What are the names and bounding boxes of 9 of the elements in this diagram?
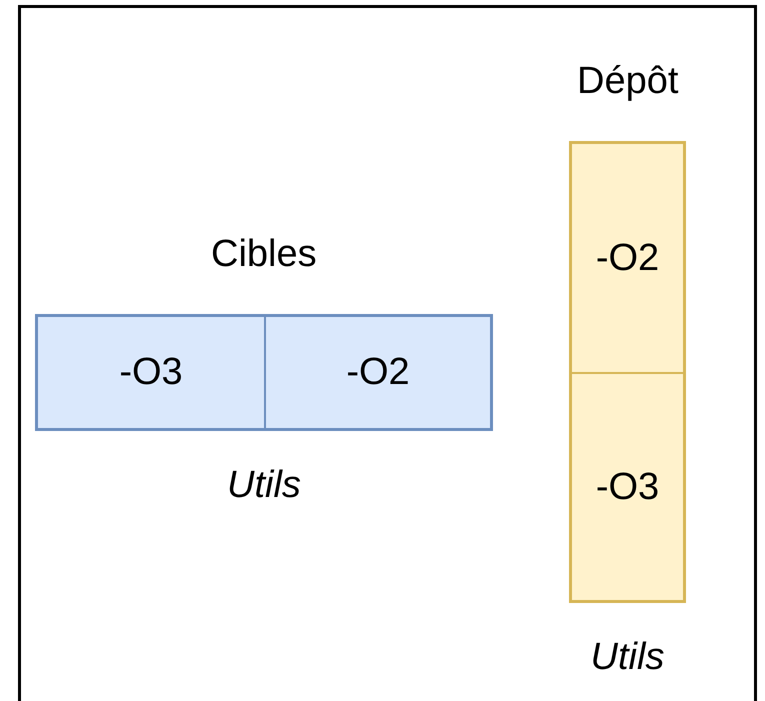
array-label: Utils [227, 464, 301, 506]
array-label: Utils [590, 636, 664, 678]
heading: Cibles [211, 232, 317, 276]
array-cell: -O2 [264, 317, 490, 428]
array-cell: -O3 [38, 317, 264, 428]
heading: Dépôt [577, 60, 678, 102]
frame-border [18, 5, 757, 701]
array-cell: -O3 [572, 372, 683, 600]
array-cell: -O2 [572, 144, 683, 372]
